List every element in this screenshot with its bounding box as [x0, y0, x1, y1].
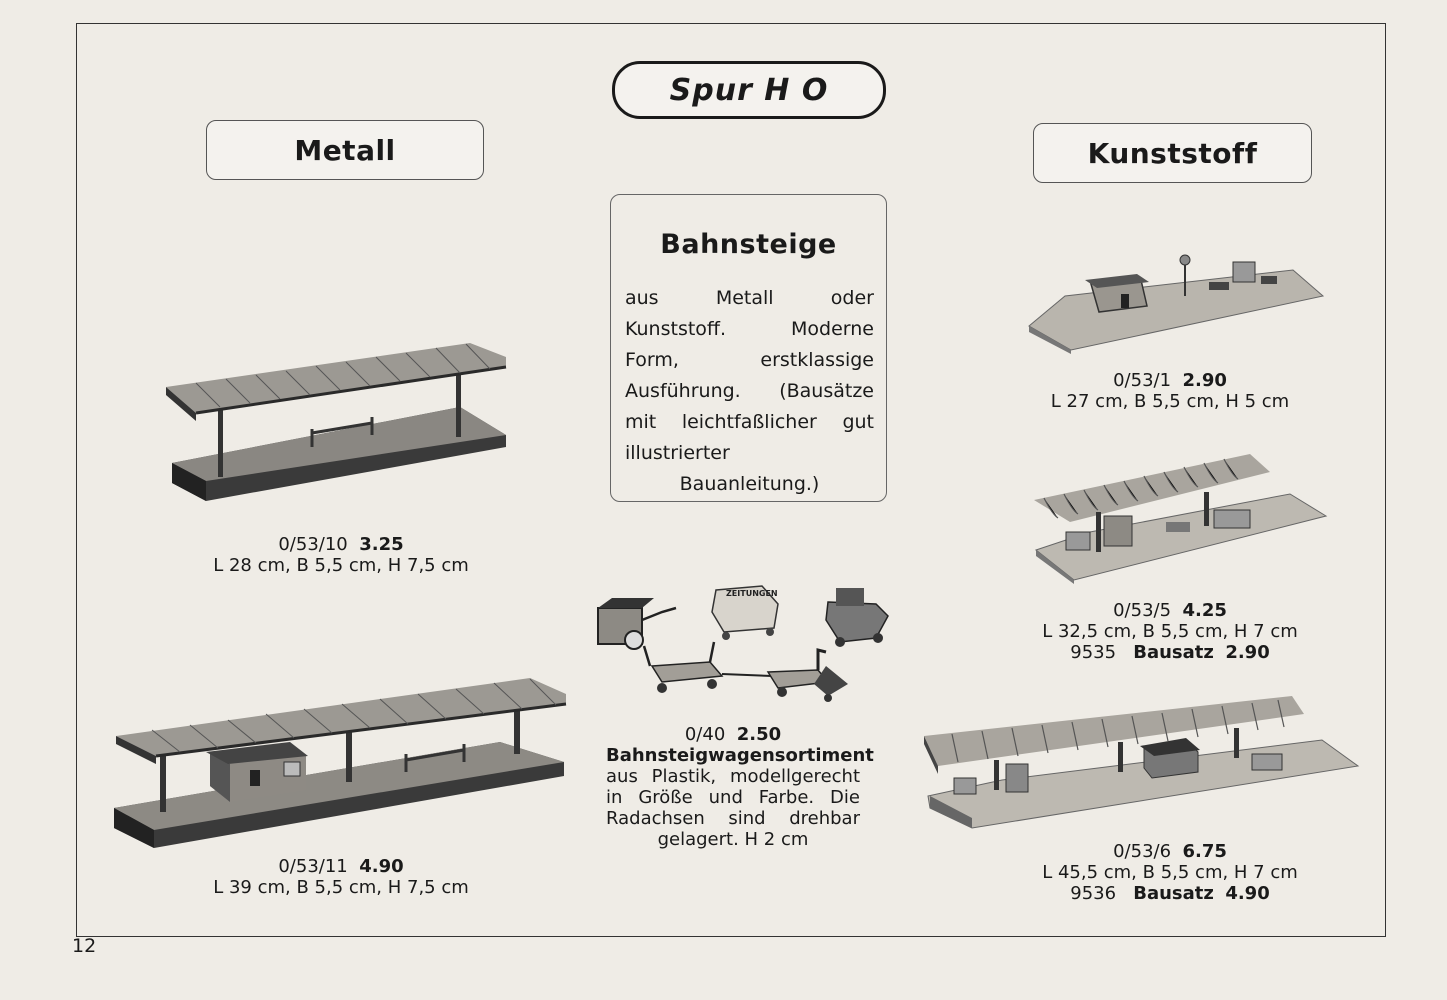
product-dimensions: L 27 cm, B 5,5 cm, H 5 cm: [1050, 391, 1290, 412]
product-caption-0-53-5: 0/53/5 4.25 L 32,5 cm, B 5,5 cm, H 7 cm …: [1020, 600, 1320, 663]
product-number: 0/53/10: [278, 534, 348, 555]
product-caption-0-53-11: 0/53/11 4.90 L 39 cm, B 5,5 cm, H 7,5 cm: [160, 856, 522, 898]
product-number: 0/53/5: [1113, 600, 1172, 621]
section-label-plastic: Kunststoff: [1033, 123, 1312, 183]
kit-price: 2.90: [1225, 642, 1270, 663]
page-title: Spur H O: [612, 61, 886, 119]
product-caption-0-53-1: 0/53/1 2.90 L 27 cm, B 5,5 cm, H 5 cm: [1020, 370, 1320, 412]
product-dimensions: L 32,5 cm, B 5,5 cm, H 7 cm: [1042, 621, 1298, 642]
product-caption-0-40: 0/40 2.50 Bahnsteigwagensortiment aus Pl…: [606, 724, 874, 850]
product-name: Bahnsteigwagensortiment: [606, 745, 874, 766]
product-description: aus Plastik, modellgerecht in Größe und …: [606, 766, 860, 850]
product-number: 0/53/6: [1113, 841, 1172, 862]
product-number: 0/53/1: [1113, 370, 1172, 391]
kit-label: Bausatz: [1133, 883, 1214, 904]
product-caption-0-53-6: 0/53/6 6.75 L 45,5 cm, B 5,5 cm, H 7 cm …: [1020, 841, 1320, 904]
description-box: Bahnsteige aus Metall oder Kunststoff. M…: [610, 194, 887, 502]
product-price: 4.25: [1182, 600, 1227, 621]
kit-label: Bausatz: [1133, 642, 1214, 663]
product-price: 4.90: [359, 856, 404, 877]
product-price: 2.90: [1182, 370, 1227, 391]
section-label-metal: Metall: [206, 120, 484, 180]
platform-image-0-53-10: [166, 343, 507, 501]
kit-number: 9535: [1070, 642, 1117, 663]
product-dimensions: L 45,5 cm, B 5,5 cm, H 7 cm: [1042, 862, 1298, 883]
kit-number: 9536: [1070, 883, 1117, 904]
product-number: 0/40: [684, 724, 726, 745]
product-caption-0-53-10: 0/53/10 3.25 L 28 cm, B 5,5 cm, H 7,5 cm: [160, 534, 522, 576]
page-number: 12: [72, 935, 97, 957]
description-text: aus Metall oder Kunststoff. Moderne Form…: [625, 287, 874, 495]
kit-price: 4.90: [1225, 883, 1270, 904]
platform-image-0-53-11: [114, 678, 567, 848]
platform-image-0-53-5: [1034, 454, 1328, 584]
page-frame: [76, 23, 1386, 937]
platform-image-0-53-6: [924, 696, 1360, 829]
product-price: 2.50: [736, 724, 782, 745]
platform-image-0-53-1: [1028, 254, 1325, 354]
product-number: 0/53/11: [278, 856, 348, 877]
platform-carts-image: ZEITUNGEN: [597, 585, 889, 702]
product-dimensions: L 28 cm, B 5,5 cm, H 7,5 cm: [213, 555, 469, 576]
description-title: Bahnsteige: [660, 229, 837, 260]
product-price: 3.25: [359, 534, 404, 555]
newsstand-sign: ZEITUNGEN: [726, 589, 778, 598]
product-price: 6.75: [1182, 841, 1227, 862]
product-dimensions: L 39 cm, B 5,5 cm, H 7,5 cm: [213, 877, 469, 898]
